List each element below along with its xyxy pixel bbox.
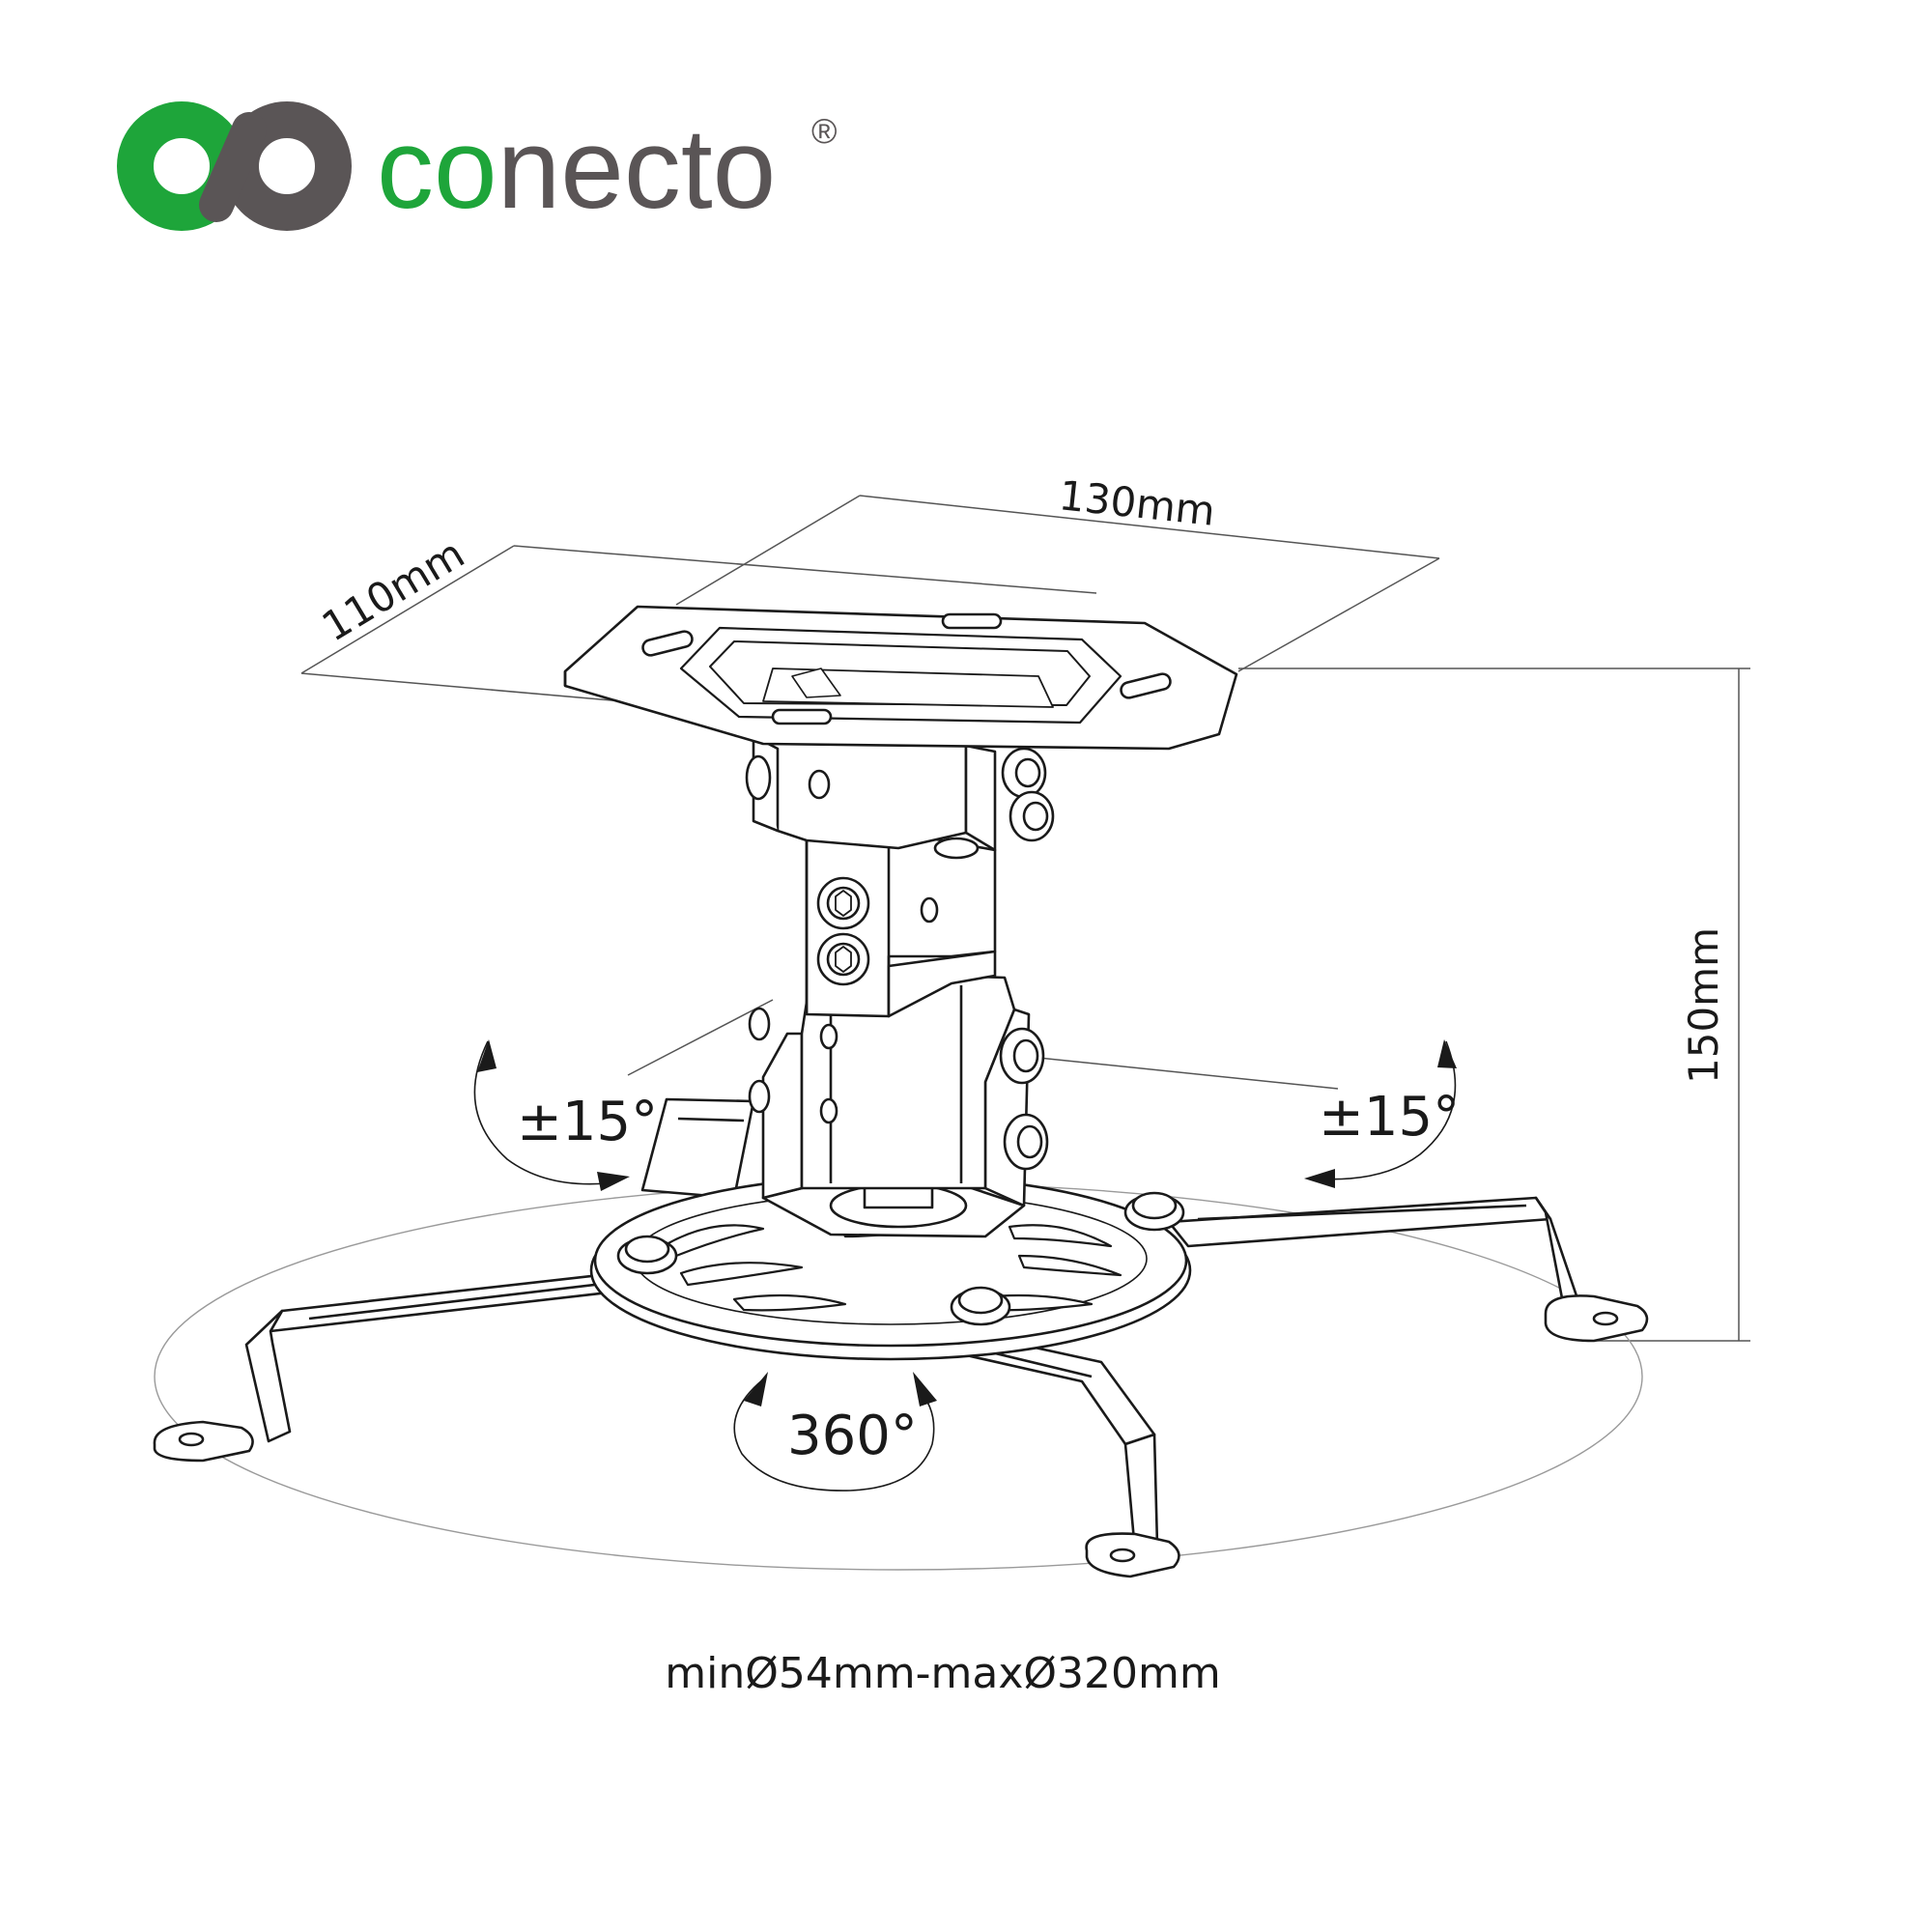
registered-mark: ® [811, 111, 838, 151]
tilt-right-arrow-up-icon [1437, 1039, 1457, 1068]
height-label: 150mm [1680, 927, 1727, 1084]
rotation-arrow-left-icon [744, 1372, 768, 1406]
tilt-knob-lower-right-top [999, 1027, 1045, 1085]
spider-arm-back-left [640, 1097, 755, 1200]
spider-arm-right [1167, 1196, 1649, 1343]
dim-110-line [300, 545, 515, 674]
brand-wordmark-co: co [377, 105, 497, 233]
plate-bolt-left [616, 1235, 678, 1275]
tilt-left-label: ±15° [517, 1091, 658, 1153]
upper-yoke [752, 734, 997, 860]
depth-label: 110mm [314, 529, 472, 650]
rotation-label: 360° [787, 1405, 918, 1467]
ceiling-mount-drawing [153, 605, 1649, 1578]
brand-wordmark-necto: necto [497, 105, 777, 233]
rotation-arrows [473, 1040, 1457, 1492]
dim-130-extension-right [1237, 557, 1440, 672]
dim-130-line [859, 495, 1440, 559]
tilt-arc-left [473, 1040, 608, 1185]
tilt-right-arrow-left-icon [1304, 1169, 1335, 1188]
spider-arm-front [930, 1326, 1180, 1578]
tilt-knob-lower-left [748, 1007, 771, 1114]
rotation-arc [733, 1378, 935, 1492]
logo-mark-icon [117, 101, 352, 231]
rotation-arrow-right-icon [913, 1372, 937, 1406]
brand-wordmark: conecto [377, 105, 776, 233]
column-bolt-top [816, 876, 870, 930]
upper-yoke-knob-right-top [1001, 747, 1047, 799]
tilt-knob-lower-right-bottom [1003, 1113, 1049, 1171]
plate-bolt-right [1123, 1191, 1185, 1232]
tilt-guide-right [1037, 1057, 1339, 1090]
tilt-guide-left [627, 999, 774, 1076]
arrow-heads [477, 1039, 1457, 1406]
brand-logo: conecto ® [117, 101, 838, 233]
tilt-left-arrow-right-icon [597, 1172, 630, 1191]
tilt-left-arrow-up-icon [477, 1039, 497, 1072]
ceiling-plate [563, 605, 1238, 751]
dim-110-extension-top [513, 545, 1097, 594]
column-bolt-bottom [816, 932, 870, 986]
upper-yoke-knob-right-bottom [1009, 790, 1055, 842]
width-label: 130mm [1057, 471, 1217, 535]
projector-range-label: minØ54mm-maxØ320mm [665, 1649, 1220, 1698]
upper-yoke-knob-left [745, 754, 772, 801]
tilt-arc-right [1313, 1040, 1457, 1180]
round-adapter-plate [589, 1174, 1192, 1361]
tilt-right-label: ±15° [1319, 1086, 1460, 1149]
plate-bolt-front [950, 1286, 1011, 1326]
dim-130-extension-left [675, 495, 861, 606]
spider-arm-left [153, 1264, 688, 1463]
